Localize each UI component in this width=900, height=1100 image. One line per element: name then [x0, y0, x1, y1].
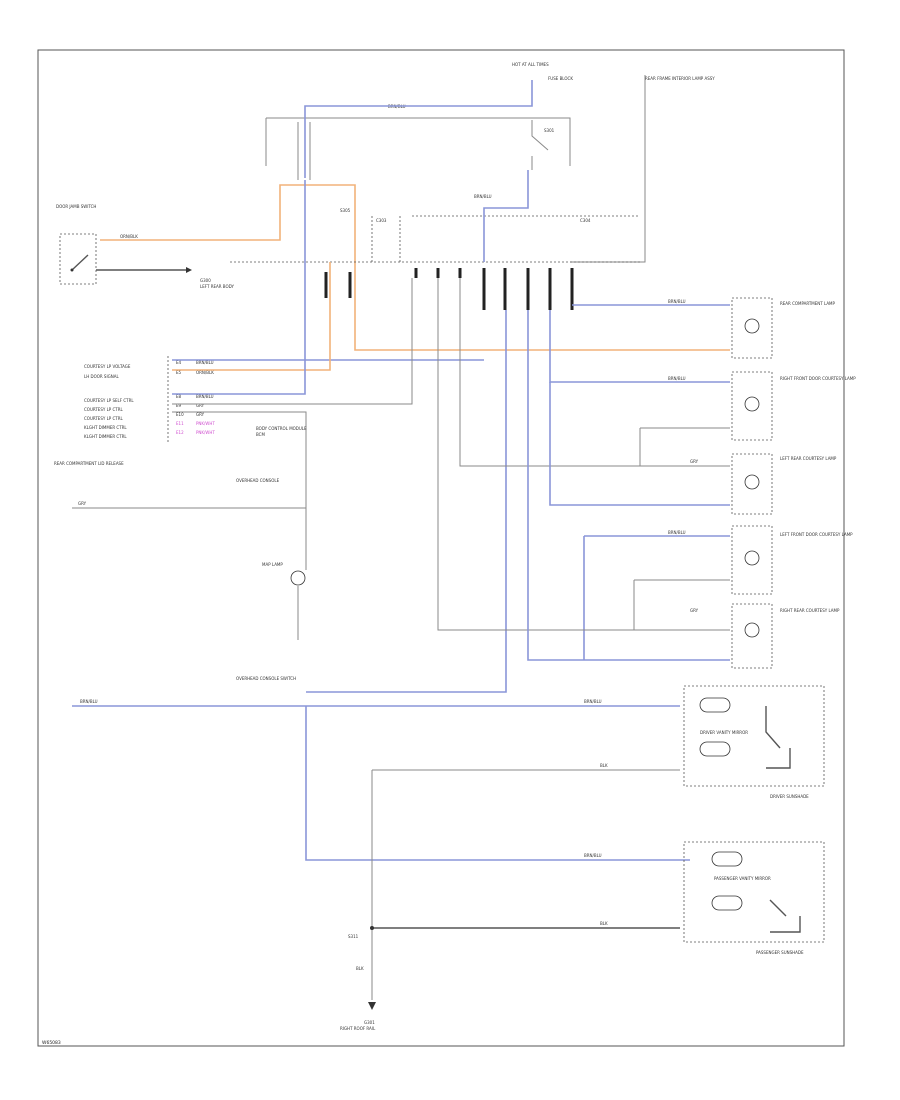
passenger-vanity-box-label: PASSENGER SUNSHADE	[756, 950, 804, 955]
pin-label-1: LH DOOR SIGNAL	[84, 374, 119, 379]
fuse-hot-label: HOT AT ALL TIMES	[512, 62, 549, 67]
pin-label-6: KLGHT DIMMER CTRL	[84, 434, 127, 439]
ground-desc: RIGHT ROOF RAIL	[340, 1026, 376, 1031]
driver-vanity-label: DRIVER VANITY MIRROR	[700, 730, 748, 735]
lamp-wire-0: BRN/BLU	[668, 299, 686, 304]
lamp-label-1: RIGHT FRONT DOOR COURTESY LAMP	[780, 376, 856, 381]
pin-wire-5: PNK/WHT	[196, 421, 215, 426]
lamp-wire-3: BRN/BLU	[668, 530, 686, 535]
connector-right-label: C304	[580, 218, 591, 223]
connector-wire-label: BRN/BLU	[474, 194, 492, 199]
lamp-label-4: RIGHT REAR COURTESY LAMP	[780, 608, 840, 613]
lamp-left-front-door: LEFT FRONT DOOR COURTESY LAMP BRN/BLU	[583, 525, 853, 660]
pin-id-1: E5	[176, 370, 182, 375]
lamp-label-2: LEFT REAR COURTESY LAMP	[780, 456, 837, 461]
overhead-console: GRY OVERHEAD CONSOLE MAP LAMP OVERHEAD C…	[72, 310, 690, 861]
passenger-vanity-mirror: PASSENGER VANITY MIRROR PASSENGER SUNSHA…	[372, 841, 825, 955]
passenger-vanity-wire2: BLK	[600, 921, 608, 926]
lamp-right-rear: RIGHT REAR COURTESY LAMP GRY	[437, 278, 840, 669]
ground-icon	[368, 1002, 376, 1010]
pin-label-2: COURTESY LP SELF CTRL	[84, 398, 134, 403]
pin-wire-2: BRN/BLU	[196, 394, 214, 399]
pin-wire-1: ORN/BLK	[196, 370, 214, 375]
pin-id-2: E8	[176, 394, 182, 399]
pin-id-0: E4	[176, 360, 182, 365]
pin-wire-0: BRN/BLU	[196, 360, 214, 365]
lamp-wire-1: BRN/BLU	[668, 376, 686, 381]
pin-label-3: COURTESY LP CTRL	[84, 407, 124, 412]
map-lamp-switch-label: OVERHEAD CONSOLE	[236, 478, 280, 483]
left-ground-label: G300	[200, 278, 211, 283]
lamp-label-0: REAR COMPARTMENT LAMP	[780, 301, 836, 306]
driver-vanity-wire2: BLK	[600, 763, 608, 768]
lamp-left-rear: LEFT REAR COURTESY LAMP GRY	[459, 278, 837, 515]
orange-wire-door-switch	[100, 184, 730, 351]
ground-g301: S311 BLK G301 RIGHT ROOF RAIL	[340, 926, 376, 1031]
module-label: BODY CONTROL MODULE	[256, 426, 307, 431]
pin-label-4: COURTESY LP CTRL	[84, 416, 124, 421]
pin-wire-4: GRY	[196, 412, 205, 417]
lamp-rear-compartment: REAR COMPARTMENT LAMP BRN/BLU	[572, 297, 836, 359]
fuse-label: FUSE BLOCK	[548, 76, 573, 81]
ground-label: G301	[364, 1020, 375, 1025]
blue-wire-top	[304, 80, 533, 178]
pin-id-4: E10	[176, 412, 184, 417]
pin-wire-6: PNK/WHT	[196, 430, 215, 435]
overhead-switch-label: OVERHEAD CONSOLE SWITCH	[236, 676, 296, 681]
pin-label-0: COURTESY LP VOLTAGE	[84, 364, 131, 369]
ground-wire-label: BLK	[356, 966, 364, 971]
page-code: W65083	[42, 1040, 61, 1046]
pin-id-5: E11	[176, 421, 184, 426]
door-switch-label: DOOR JAMB SWITCH	[56, 204, 96, 209]
driver-vanity-wire1: BRN/BLU	[584, 699, 602, 704]
connector-c303: C303 C304 BRN/BLU S305	[230, 194, 640, 310]
connector-left-label: C303	[376, 218, 387, 223]
orange-wire-label: ORN/BLK	[120, 234, 138, 239]
pin-id-6: E12	[176, 430, 184, 435]
module-pin-list: COURTESY LP VOLTAGE E4 BRN/BLU LH DOOR S…	[54, 180, 484, 466]
map-lamp-label: MAP LAMP	[262, 562, 283, 567]
lamp-wire-4: GRY	[690, 608, 699, 613]
left-ground-desc: LEFT REAR BODY	[200, 284, 234, 289]
ground-splice-label: S311	[348, 934, 359, 939]
driver-vanity-mirror: DRIVER VANITY MIRROR DRIVER SUNSHADE BRN…	[371, 685, 825, 1000]
mid-blue-wire-label: BRN/BLU	[80, 699, 98, 704]
module-sub-label: BCM	[256, 432, 265, 437]
connector-splice-label: S305	[340, 208, 351, 213]
pin-wire-3: GRY	[196, 403, 205, 408]
passenger-vanity-label: PASSENGER VANITY MIRROR	[714, 876, 771, 881]
lamp-label-3: LEFT FRONT DOOR COURTESY LAMP	[780, 532, 853, 537]
pin-id-3: E9	[176, 403, 182, 408]
mid-gray-wire-label: GRY	[78, 501, 87, 506]
module-rear-label: REAR COMPARTMENT LID RELEASE	[54, 461, 124, 466]
driver-vanity-box-label: DRIVER SUNSHADE	[770, 794, 809, 799]
right-box-label: REAR FRAME INTERIOR LAMP ASSY	[645, 76, 715, 81]
door-jamb-switch: DOOR JAMB SWITCH ORN/BLK G300 LEFT REAR …	[56, 204, 234, 289]
passenger-vanity-wire1: BRN/BLU	[584, 853, 602, 858]
lamp-wire-2: GRY	[690, 459, 699, 464]
pin-label-5: KLGHT DIMMER CTRL	[84, 425, 127, 430]
fuse-splice-label: S301	[544, 128, 555, 133]
fuse-block: HOT AT ALL TIMES FUSE BLOCK S301 REAR FR…	[265, 62, 715, 180]
diagram-frame	[37, 49, 845, 1047]
lamp-right-front-door: RIGHT FRONT DOOR COURTESY LAMP BRN/BLU	[549, 310, 856, 466]
